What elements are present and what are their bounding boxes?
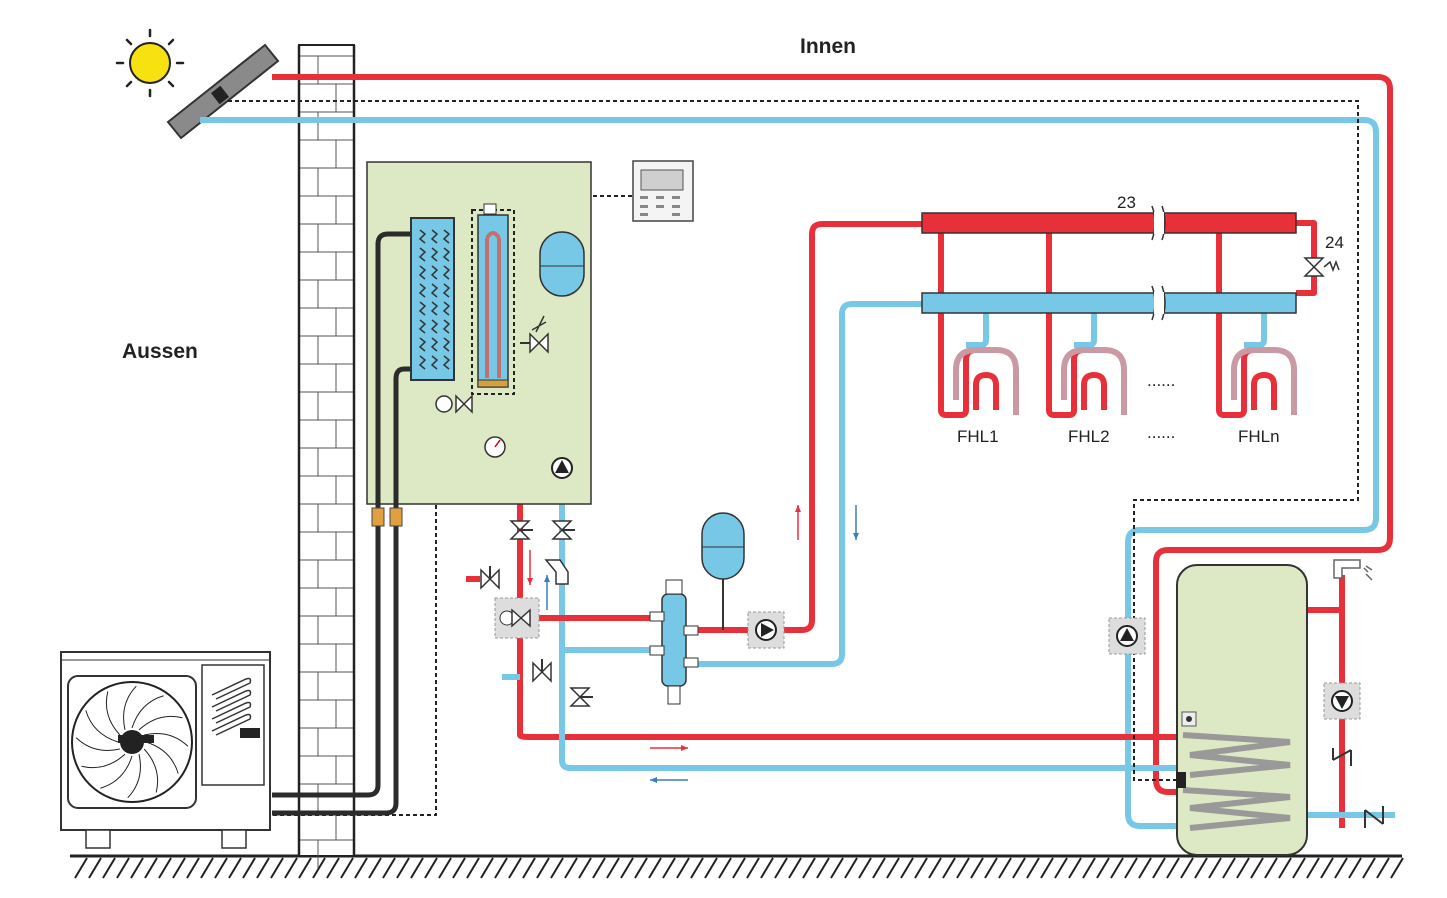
pressure-gauge-icon: [484, 436, 506, 458]
three-way-valve-icon: [494, 597, 540, 639]
label-circuit-n: FHLn: [1238, 427, 1280, 446]
circulation-pump-icon: [551, 457, 573, 479]
manifold-supply: [921, 205, 1297, 241]
label-circuit-dots-upper: ......: [1147, 371, 1175, 390]
backup-heater-icon: [471, 203, 515, 395]
label-circuit-1: FHL1: [957, 427, 999, 446]
flow-arrow-dhw-return-icon: [650, 777, 688, 783]
label-circuit-dots-lower: ......: [1147, 423, 1175, 442]
drain-valve-lower-icon: [569, 687, 593, 707]
shutoff-valve-supply-icon: [509, 520, 533, 540]
plate-heat-exchanger-icon: [410, 217, 455, 381]
flow-arrow-module-supply-icon: [527, 550, 533, 585]
solar-panel-icon: [166, 43, 280, 140]
shutoff-valve-return-icon: [551, 520, 575, 540]
safety-valve-icon: [520, 315, 549, 354]
label-inside: Innen: [800, 35, 856, 58]
room-controller-icon: [632, 160, 694, 222]
fill-valve-icon: [480, 566, 500, 590]
sun-icon: [115, 28, 185, 98]
components: [466, 457, 1384, 828]
label-outside: Aussen: [122, 340, 198, 363]
flow-arrow-module-return-icon: [544, 575, 550, 610]
manifold-return: [921, 285, 1297, 321]
ground: [70, 854, 1404, 879]
building-wall: [297, 44, 356, 868]
bypass-valve-icon: [1303, 257, 1340, 277]
heating-expansion-vessel-icon: [701, 512, 745, 630]
heat-pump-outdoor-unit-icon: [60, 651, 271, 849]
flow-arrow-supply-icon: [795, 505, 801, 540]
heating-circuit-pump-icon: [747, 611, 785, 649]
strainer-icon: [544, 559, 569, 585]
flow-arrow-return-icon: [853, 505, 859, 540]
label-bypass-number: 24: [1325, 233, 1344, 252]
flow-arrow-dhw-supply-icon: [650, 745, 688, 751]
solar-pump-icon: [1108, 617, 1146, 655]
faucet-icon: [1333, 559, 1373, 581]
expansion-vessel-icon: [539, 231, 585, 297]
control-cable: [228, 100, 1359, 816]
label-manifold-number: 23: [1117, 193, 1136, 212]
drain-valve-icon: [435, 394, 473, 414]
hot-water-tank-icon: [1176, 564, 1308, 856]
cold-water-check-valve-icon: [1364, 806, 1384, 828]
drain-valve-return-icon: [532, 659, 552, 683]
check-valve-icon: [1332, 748, 1352, 766]
hydraulic-separator-icon: [649, 579, 699, 705]
dhw-circulation-pump-icon: [1323, 682, 1361, 720]
refrigerant-fittings: [371, 507, 403, 527]
label-circuit-2: FHL2: [1068, 427, 1110, 446]
